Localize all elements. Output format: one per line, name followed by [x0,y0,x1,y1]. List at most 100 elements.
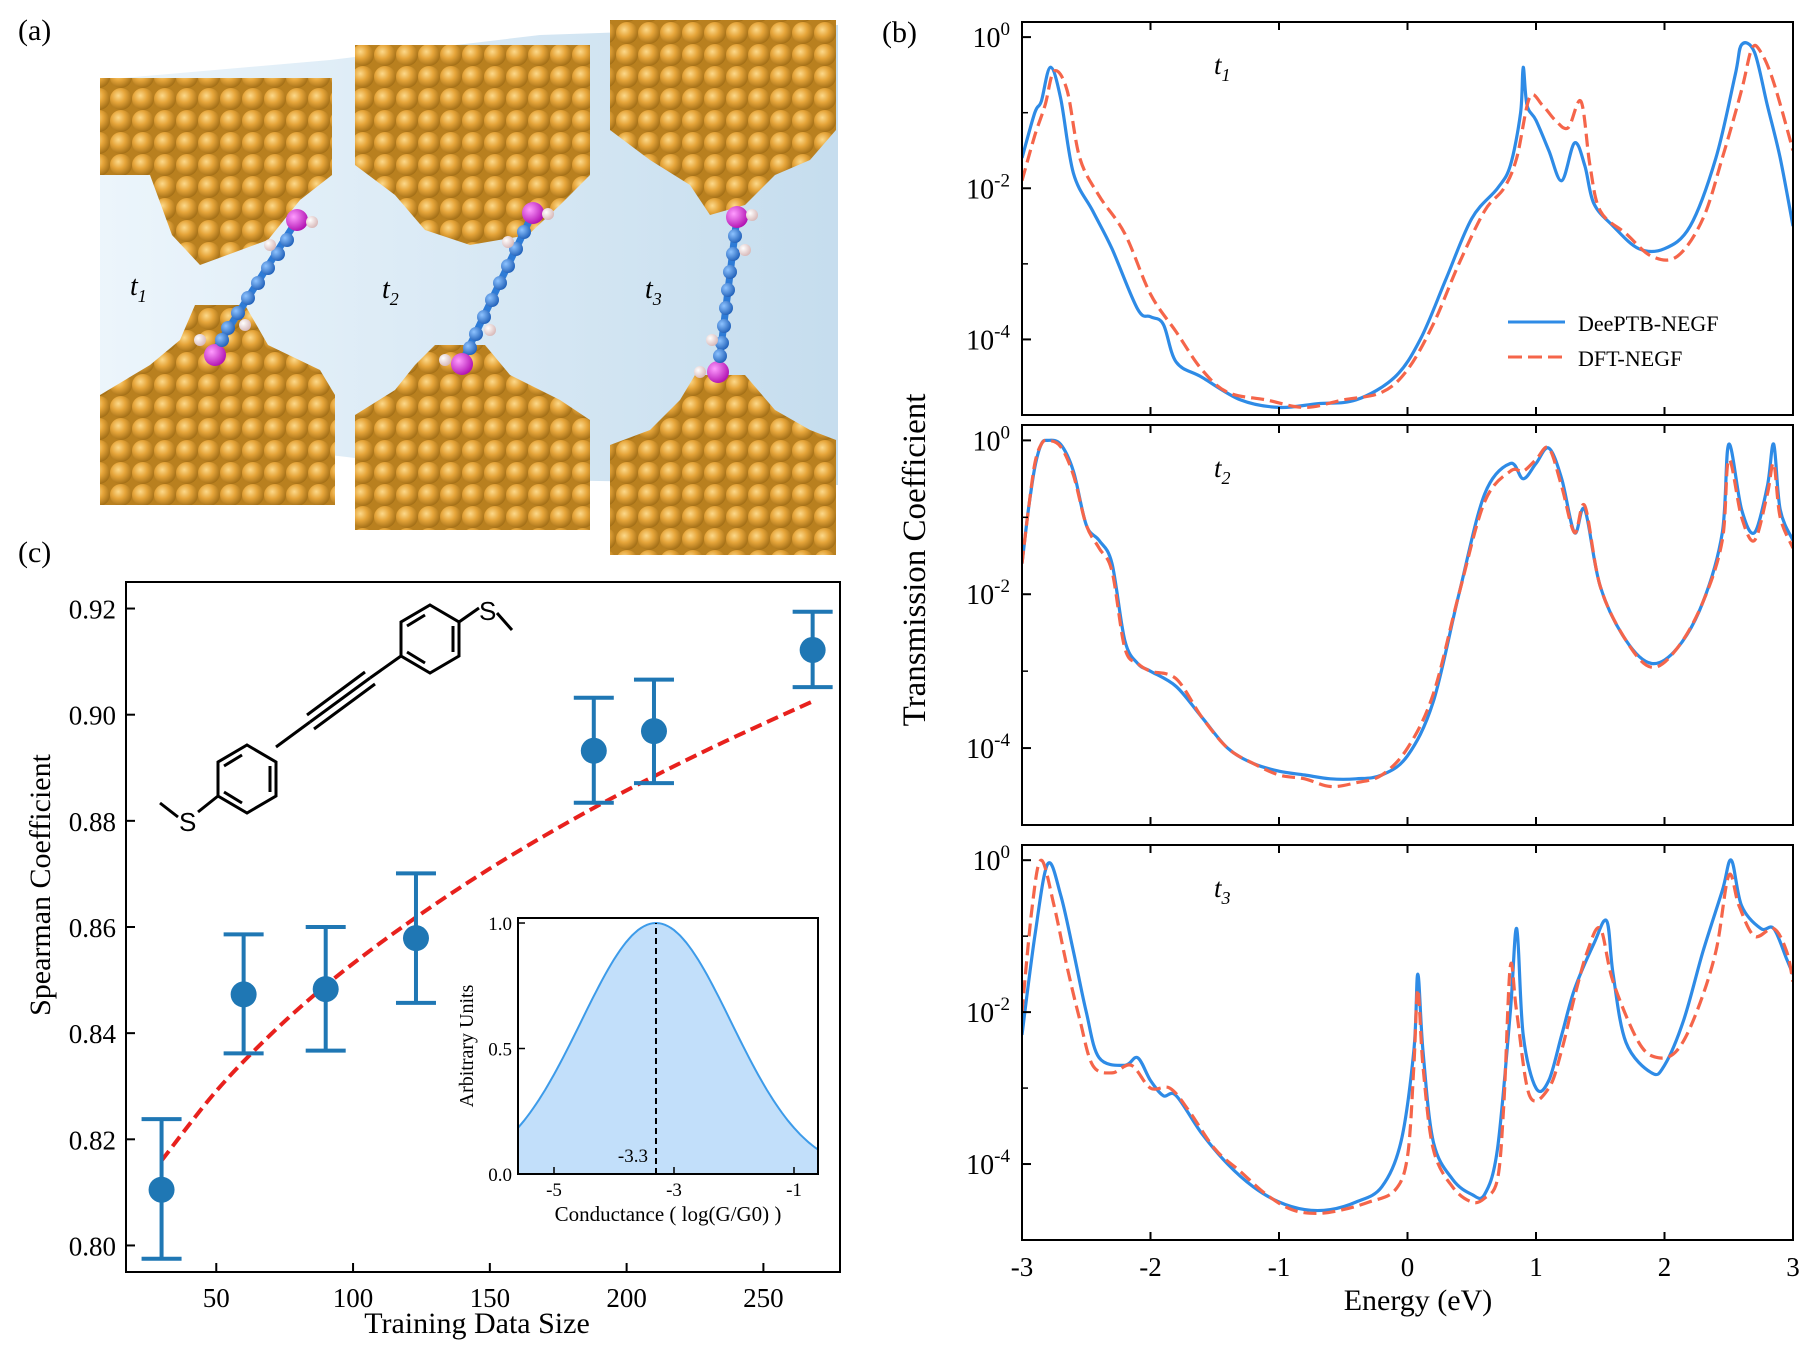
data-point-5 [633,677,674,786]
sulfur-label-lower: S [179,807,196,837]
top-electrode-t1 [100,78,332,265]
series-line-dft [1022,438,1793,789]
molecule-t3 [694,206,758,383]
sulfur-atom [286,209,308,231]
marker [312,976,339,1003]
y-tick-label: 10-4 [966,321,1010,356]
panel-c-spearman: (c) Spearman Coefficient Training Data S… [18,536,590,1340]
marker [580,737,607,764]
junction-label-t1: t1 [130,271,147,306]
x-tick-label: 50 [203,1283,230,1313]
data-point-4 [573,695,614,805]
x-tick-label: 100 [333,1283,374,1313]
inset-frame [517,917,819,1175]
bottom-electrode-t3 [610,375,836,555]
inset-ylabel: Arbitrary Units [456,984,478,1107]
y-tick-label: 0.82 [69,1125,116,1155]
mean-label: -3.3 [618,1146,648,1167]
data-point-6 [792,609,833,690]
data-point-1 [223,932,264,1056]
panel-b-label: (b) [882,16,917,49]
sulfur-label-upper: S [479,596,496,626]
panel-c-label: (c) [18,536,51,569]
panel-title-t3: t3 [1214,873,1231,908]
sulfur-atom [204,344,226,366]
benzene-ring-lower [216,743,278,815]
marker [230,981,257,1008]
sulfur-atom [451,353,473,375]
panel-c-ylabel: Spearman Coefficient [24,753,57,1016]
plot-frame [1021,844,1794,1241]
junction-t3: t3 [610,20,836,555]
junction-t1: t1 [100,78,335,505]
marker [148,1176,175,1203]
data-point-0 [141,1117,182,1261]
x-tick-label: -3 [666,1180,682,1201]
marker [799,636,826,663]
series-line-deeptb [1022,858,1793,1213]
sulfur-atom [522,202,544,224]
y-tick-label: 100 [973,19,1011,54]
x-tick-label: -1 [1268,1252,1291,1282]
distribution-area [518,923,818,1174]
bottom-electrode-t1 [100,305,335,505]
y-tick-label: 100 [973,422,1011,457]
panel-title-t2: t2 [1214,453,1231,488]
y-tick-label: 10-4 [966,1146,1010,1181]
x-tick-label: -5 [546,1180,562,1201]
y-tick-label: 0.5 [488,1040,512,1061]
y-tick-label: 0.90 [69,701,116,731]
diyne-bond [309,676,371,724]
y-tick-label: 0.84 [69,1019,117,1049]
y-tick-label: 10-4 [966,730,1010,765]
x-tick-label: 3 [1786,1252,1799,1282]
panel-title-t1: t1 [1214,50,1231,85]
marker [640,718,667,745]
y-tick-label: 10-2 [966,994,1010,1029]
distribution-line [517,921,819,1151]
legend-label-dft: DFT-NEGF [1578,346,1682,371]
x-tick-label: 150 [470,1283,511,1313]
x-tick-label: -1 [786,1180,802,1201]
junction-label-t2: t2 [382,274,399,309]
y-tick-label: 10-2 [966,576,1010,611]
panel-c-xlabel: Training Data Size [364,1307,590,1340]
top-electrode-t3 [610,20,836,215]
sulfur-atom [726,206,748,228]
y-tick-label: 10-2 [966,170,1010,205]
methylthio-bond [458,606,480,624]
molecule-t2 [439,202,554,375]
panel-b-xlabel: Energy (eV) [1344,1284,1493,1317]
y-tick-label: 0.80 [69,1231,116,1261]
y-tick-label: 100 [973,842,1011,877]
marker [402,925,429,952]
bottom-electrode-t2 [355,345,590,530]
top-electrode-t2 [355,45,590,245]
data-point-2 [305,925,346,1053]
fit-curve [160,699,814,1162]
junction-label-t3: t3 [645,274,662,309]
panel-a-junctions: (a) t1 [18,14,838,555]
data-point-3 [395,871,436,1005]
y-tick-label: 1.0 [488,914,512,935]
molecule-t1 [194,209,318,366]
plot-frame [1021,424,1794,826]
benzene-ring-upper [399,603,461,675]
x-tick-label: -2 [1139,1252,1162,1282]
transmission-plot-t1: 100 10-2 10-4 t1 [966,19,1794,416]
series-line-dft [1022,43,1793,410]
series-line-deeptb [1022,41,1793,410]
x-tick-label: 200 [606,1283,647,1313]
y-tick-label: 0.86 [69,913,116,943]
series-line-dft [1022,858,1793,1216]
transmission-plot-t2: 100 10-2 10-4 t2 [966,422,1794,826]
y-tick-label: 0.0 [488,1165,512,1186]
y-tick-label: 0.92 [69,595,116,625]
panel-b-ylabel: Transmission Coefficient [897,394,933,727]
x-tick-label: -3 [1011,1252,1034,1282]
panel-b-transmission: (b) Transmission Coefficient Energy (eV)… [882,16,1719,1317]
